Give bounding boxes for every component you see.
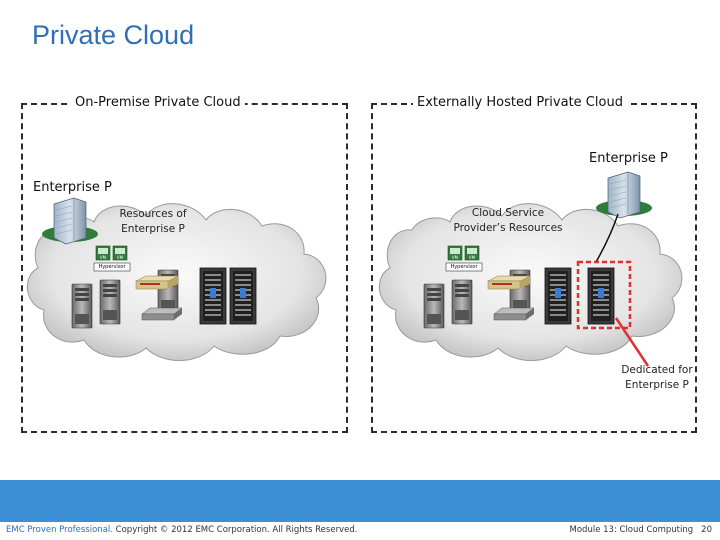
footer-brand: EMC Proven Professional. — [6, 525, 113, 535]
dedicated-resources-box — [576, 260, 632, 330]
left-resources-line1: Resources of — [119, 208, 187, 220]
right-hypervisor-label: Hypervisor — [450, 264, 478, 270]
dedicated-pointer-line — [614, 317, 650, 367]
right-vm-label-b: VM — [468, 255, 476, 260]
footer-bar — [0, 480, 720, 522]
right-enterprise-label: Enterprise P — [589, 151, 668, 166]
on-premise-panel-title: On-Premise Private Cloud — [71, 95, 245, 110]
right-vm-label-a: VM — [451, 255, 459, 260]
footer-copyright-text: Copyright © 2012 EMC Corporation. All Ri… — [112, 525, 358, 535]
left-resources-line2: Enterprise P — [121, 223, 185, 235]
enterprise-connection-line — [595, 213, 619, 263]
footer-module: Module 13: Cloud Computing 20 — [570, 525, 712, 535]
left-vm-hypervisor-icon — [93, 245, 131, 272]
externally-hosted-panel: Externally Hosted Private Cloud — [371, 95, 697, 433]
left-enterprise-label: Enterprise P — [33, 180, 112, 195]
externally-hosted-panel-title: Externally Hosted Private Cloud — [413, 95, 627, 110]
page-number: 20 — [701, 525, 712, 535]
footer-copyright: EMC Proven Professional. Copyright © 201… — [6, 525, 357, 535]
right-resources-line1: Cloud Service — [471, 207, 545, 219]
left-resources-label: Resources of Enterprise P — [112, 207, 194, 237]
right-resources-line2: Provider’s Resources — [453, 222, 563, 234]
dedicated-label: Dedicated for Enterprise P — [612, 363, 702, 393]
right-resources-label: Cloud Service Provider’s Resources — [452, 206, 564, 236]
slide-title: Private Cloud — [32, 20, 195, 50]
on-premise-panel: On-Premise Private Cloud — [21, 95, 348, 433]
dedicated-line2: Enterprise P — [625, 379, 689, 391]
left-vm-label-a: VM — [99, 255, 107, 260]
left-hypervisor-label: Hypervisor — [98, 264, 126, 270]
footer-module-text: Module 13: Cloud Computing — [569, 525, 694, 535]
left-vm-label-b: VM — [116, 255, 124, 260]
right-vm-hypervisor-icon — [445, 245, 483, 272]
dedicated-line1: Dedicated for — [621, 364, 693, 376]
